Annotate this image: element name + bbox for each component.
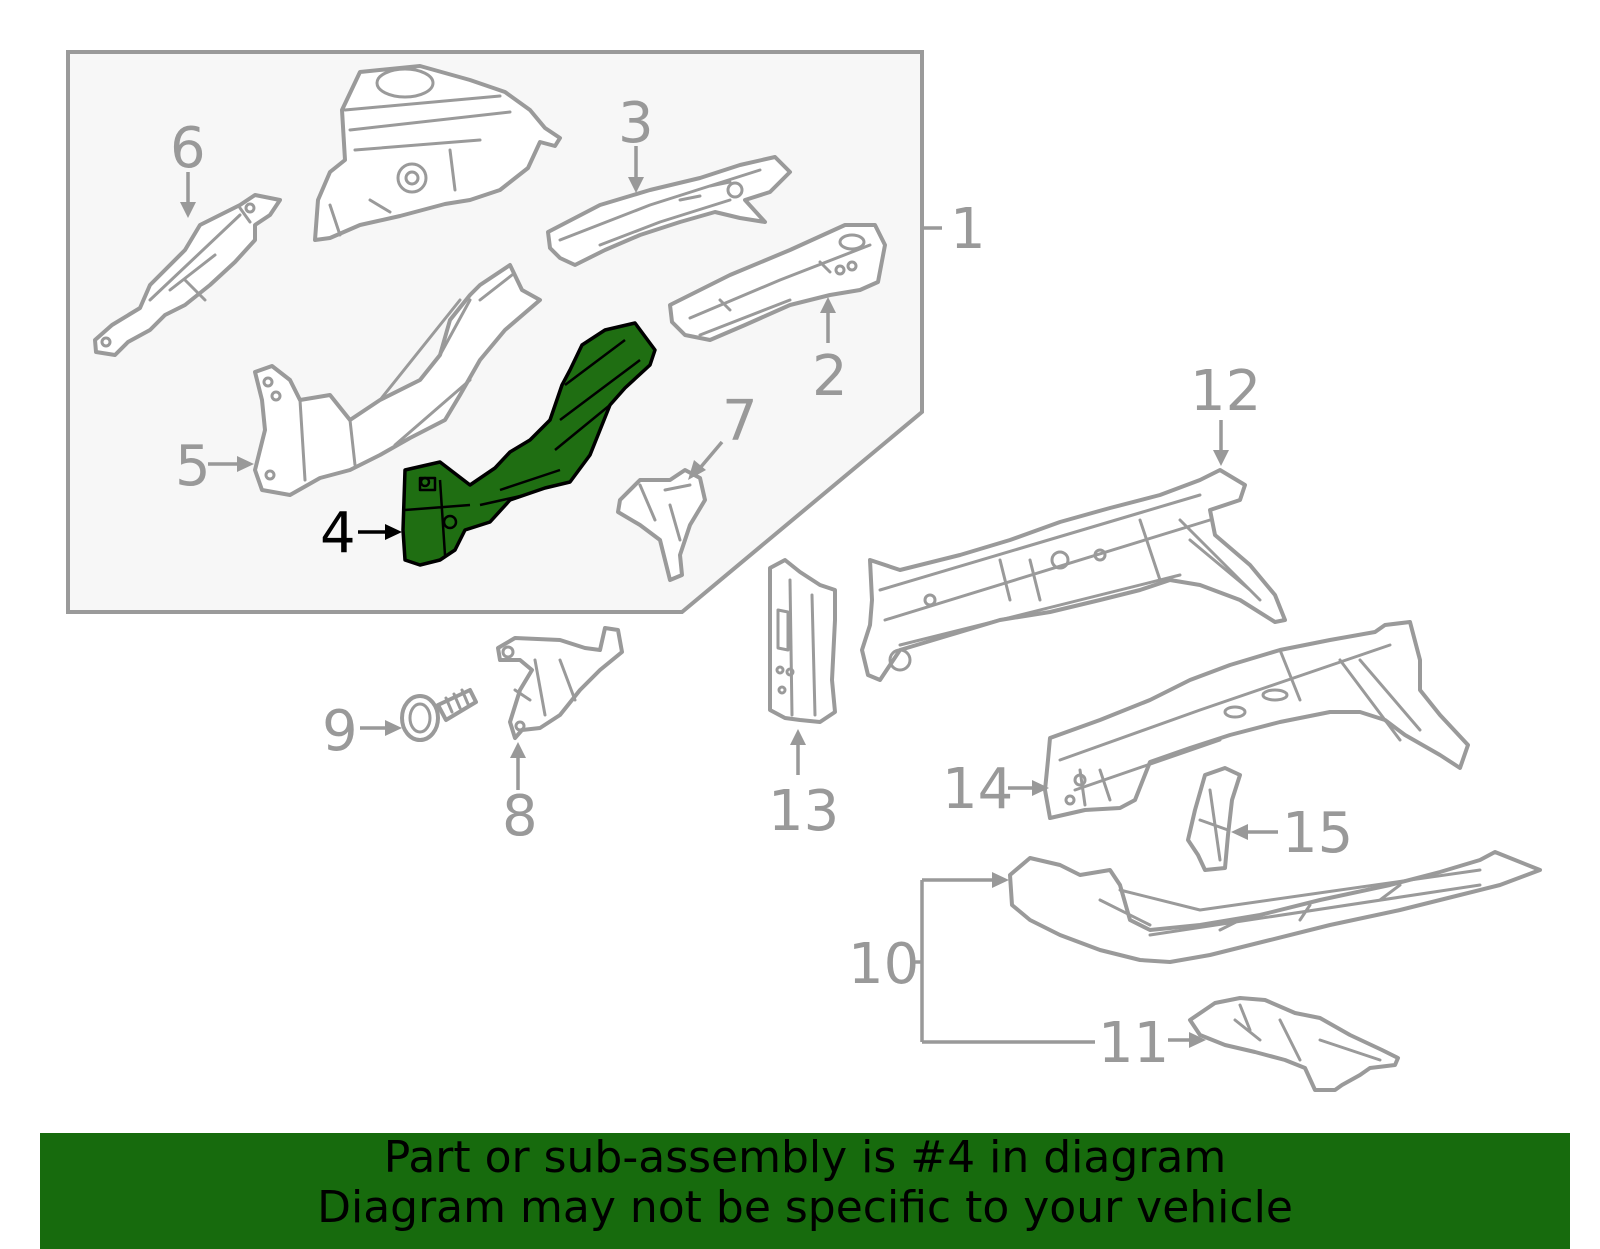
- part-15-bracket[interactable]: [1186, 766, 1242, 872]
- part-7-bracket[interactable]: [616, 468, 707, 582]
- callout-11: 11: [1098, 1011, 1169, 1076]
- part-8-bracket[interactable]: [496, 626, 624, 740]
- part-2-rail[interactable]: [668, 223, 887, 342]
- callout-2: 2: [812, 344, 848, 409]
- callout-10: 10: [848, 932, 919, 997]
- part-6-bracket[interactable]: [93, 193, 282, 357]
- shock-tower-part[interactable]: [313, 64, 562, 242]
- part-12-cross-member[interactable]: [860, 468, 1287, 682]
- callout-13: 13: [768, 779, 839, 844]
- info-banner: Part or sub-assembly is #4 in diagram Di…: [40, 1133, 1570, 1249]
- callout-1: 1: [950, 197, 986, 262]
- part-9-bolt[interactable]: [400, 688, 478, 742]
- part-11-bracket[interactable]: [1188, 996, 1400, 1092]
- callout-4: 4: [320, 501, 356, 566]
- callout-6: 6: [170, 116, 206, 181]
- banner-line-part: Part or sub-assembly is #4 in diagram: [383, 1132, 1227, 1183]
- callout-15: 15: [1282, 801, 1353, 866]
- callout-5: 5: [175, 434, 211, 499]
- callout-14: 14: [942, 757, 1013, 822]
- part-3-rail[interactable]: [546, 155, 792, 267]
- leader-lines: [180, 146, 1278, 1048]
- callout-9: 9: [322, 699, 358, 764]
- part-4-highlighted[interactable]: [401, 321, 657, 567]
- part-10-sill[interactable]: [1008, 850, 1542, 964]
- callout-3: 3: [618, 91, 654, 156]
- part-5-apron[interactable]: [253, 263, 542, 497]
- callout-8: 8: [502, 784, 538, 849]
- callout-12: 12: [1190, 359, 1261, 424]
- part-13-pillar[interactable]: [768, 558, 837, 724]
- part-14-frame-rail[interactable]: [1043, 620, 1470, 820]
- banner-line-disclaimer: Diagram may not be specific to your vehi…: [317, 1182, 1293, 1233]
- callout-7: 7: [722, 389, 758, 454]
